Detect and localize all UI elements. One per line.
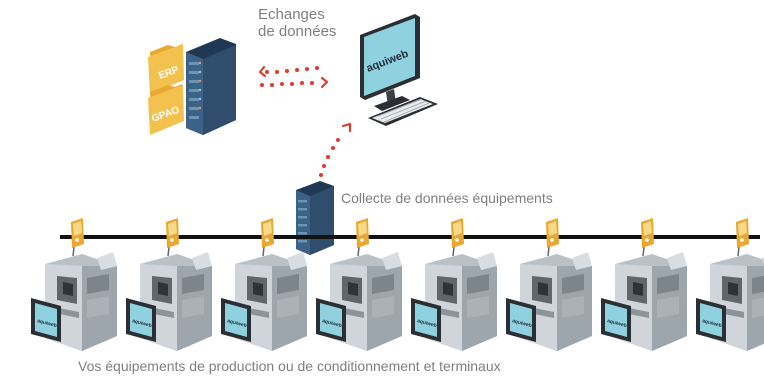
exchange-arrow-right-icon xyxy=(260,76,329,89)
erp-folder-icon: ERP xyxy=(148,44,184,94)
production-machine-icon: aquiweb xyxy=(601,252,687,351)
exchange-label: Echanges de données xyxy=(258,6,336,40)
collector-server-icon xyxy=(296,181,334,255)
terminal-brand-logo: aquiweb xyxy=(36,318,57,329)
exchange-label-line1: Echanges xyxy=(258,6,325,23)
badge-reader-icon xyxy=(641,218,654,257)
terminal-brand-logo: aquiweb xyxy=(511,318,532,329)
exchange-label-line2: de données xyxy=(258,23,337,40)
badge-reader-icon xyxy=(71,218,84,257)
badge-reader-icon xyxy=(356,218,369,257)
terminal-brand-logo: aquiweb xyxy=(321,318,342,329)
production-machine-icon: aquiweb xyxy=(696,254,764,351)
gpao-folder-icon: GPAO xyxy=(148,84,184,135)
terminal-brand-logo: aquiweb xyxy=(701,318,722,329)
terminal-brand-logo: aquiweb xyxy=(131,318,152,329)
production-machine-icon: aquiweb xyxy=(126,252,212,351)
production-machine-icon: aquiweb xyxy=(316,252,402,351)
terminal-brand-logo: aquiweb xyxy=(606,318,627,329)
badge-reader-icon xyxy=(546,218,559,257)
workstation-monitor-icon: aquiweb xyxy=(360,14,420,111)
badge-reader-icon xyxy=(261,218,274,257)
data-upload-arrow-icon xyxy=(316,122,352,187)
terminal-brand-logo: aquiweb xyxy=(226,318,247,329)
production-machine-icon: aquiweb xyxy=(31,252,117,351)
keyboard-icon xyxy=(368,97,438,126)
exchange-arrow-left-icon xyxy=(258,65,319,78)
production-machine-icon: aquiweb xyxy=(411,252,497,351)
badge-reader-icon xyxy=(451,218,464,257)
server-rack-icon xyxy=(186,38,236,135)
footer-caption: Vos équipements de production ou de cond… xyxy=(78,358,501,374)
collect-label: Collecte de données équipements xyxy=(341,190,553,206)
terminal-brand-logo: aquiweb xyxy=(416,318,437,329)
production-machine-icon: aquiweb xyxy=(506,252,592,351)
badge-reader-group xyxy=(71,218,749,257)
badge-reader-icon xyxy=(736,218,749,257)
badge-reader-icon xyxy=(166,218,179,257)
machine-group: aquiweb aquiweb aquiweb aquiweb aquiweb aquiw… xyxy=(31,252,764,351)
production-machine-icon: aquiweb xyxy=(221,252,307,351)
